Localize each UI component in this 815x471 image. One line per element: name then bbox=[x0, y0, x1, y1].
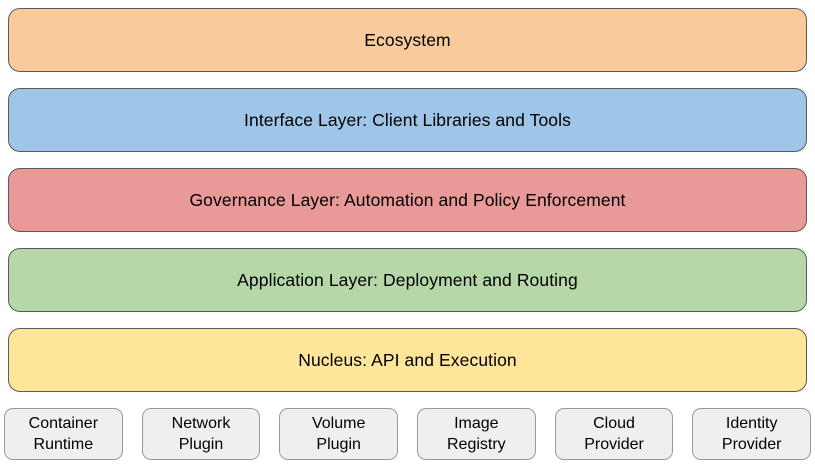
layer-interface-label: Interface Layer: Client Libraries and To… bbox=[244, 109, 571, 130]
provider-row: Container Runtime Network Plugin Volume … bbox=[4, 408, 812, 460]
layer-nucleus: Nucleus: API and Execution bbox=[8, 328, 807, 392]
provider-container-runtime: Container Runtime bbox=[4, 408, 123, 460]
layer-application: Application Layer: Deployment and Routin… bbox=[8, 248, 807, 312]
provider-network-plugin: Network Plugin bbox=[141, 408, 261, 460]
layer-application-label: Application Layer: Deployment and Routin… bbox=[237, 269, 578, 290]
provider-volume-plugin: Volume Plugin bbox=[279, 408, 399, 460]
provider-identity-provider: Identity Provider bbox=[692, 408, 812, 460]
layer-ecosystem-label: Ecosystem bbox=[364, 29, 451, 50]
layer-ecosystem: Ecosystem bbox=[8, 8, 807, 72]
provider-cloud-provider: Cloud Provider bbox=[554, 408, 674, 460]
layer-nucleus-label: Nucleus: API and Execution bbox=[298, 349, 517, 370]
layer-interface: Interface Layer: Client Libraries and To… bbox=[8, 88, 807, 152]
layer-governance-label: Governance Layer: Automation and Policy … bbox=[189, 189, 626, 210]
provider-image-registry: Image Registry bbox=[417, 408, 536, 460]
layer-governance: Governance Layer: Automation and Policy … bbox=[8, 168, 807, 232]
